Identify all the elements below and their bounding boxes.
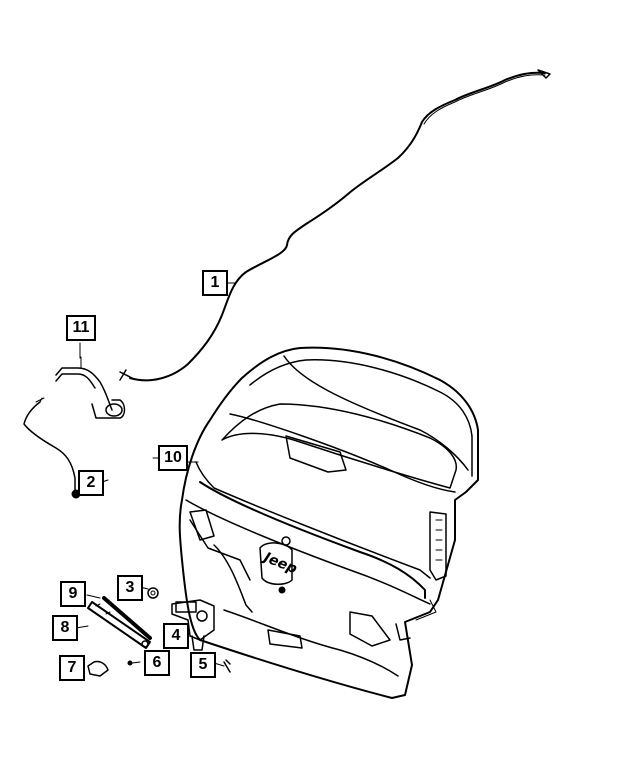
screw <box>223 659 231 673</box>
callout-9[interactable]: 9 <box>60 581 86 607</box>
jeep-emblem: Jeep <box>259 549 300 578</box>
callout-3[interactable]: 3 <box>117 575 143 601</box>
callout-4[interactable]: 4 <box>163 623 189 649</box>
grommet <box>147 587 159 599</box>
washer-hose <box>119 69 551 382</box>
callout-2[interactable]: 2 <box>78 470 104 496</box>
callout-6[interactable]: 6 <box>144 650 170 676</box>
callout-7[interactable]: 7 <box>59 655 85 681</box>
callout-1[interactable]: 1 <box>202 270 228 296</box>
wiper-blade <box>102 596 152 640</box>
callout-5[interactable]: 5 <box>190 652 216 678</box>
callout-8[interactable]: 8 <box>52 615 78 641</box>
callout-11[interactable]: 11 <box>66 315 96 341</box>
callout-10[interactable]: 10 <box>158 445 188 471</box>
nut <box>127 660 133 666</box>
hose-fitting <box>55 356 126 419</box>
liftgate <box>178 346 479 699</box>
wiper-arm <box>87 601 151 649</box>
arm-cap <box>87 660 109 677</box>
